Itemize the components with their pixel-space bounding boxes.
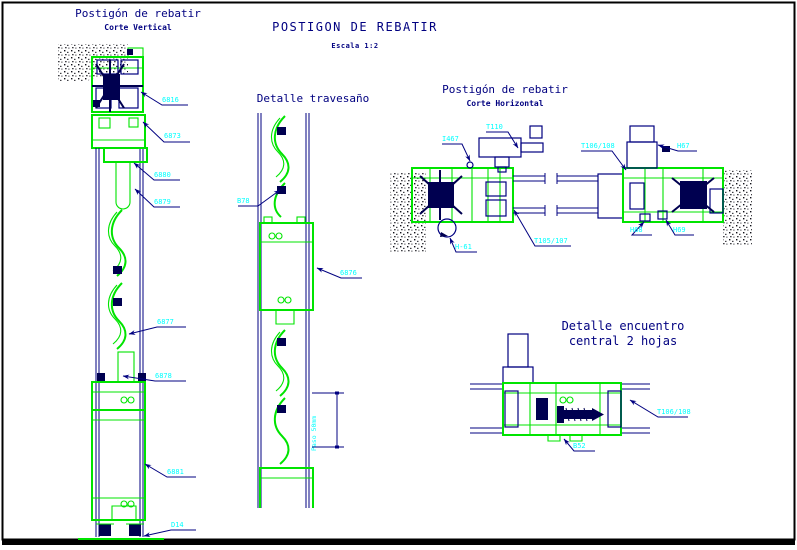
part-label-6880: 6880 bbox=[154, 171, 171, 179]
lock-cylinder-2 bbox=[502, 333, 534, 384]
main-title: POSTIGON DE REBATIR bbox=[272, 20, 438, 34]
travesano-title: Detalle travesaño bbox=[256, 92, 370, 105]
part-label-6881: 6881 bbox=[167, 468, 184, 476]
corte-vertical-subtitle: Corte Vertical bbox=[104, 23, 172, 32]
part-label-d14: D14 bbox=[171, 521, 184, 529]
part-label-6873: 6873 bbox=[164, 132, 181, 140]
wall-hatch-right bbox=[723, 170, 752, 246]
corte-vertical-drawing bbox=[58, 44, 164, 540]
dimension-paso bbox=[312, 391, 344, 449]
corte-horizontal-drawing bbox=[390, 125, 752, 252]
screw bbox=[557, 406, 604, 423]
hinge-hardware bbox=[92, 49, 143, 112]
part-label-h68: H68 bbox=[630, 226, 643, 234]
corte-horizontal-title: Postigón de rebatir bbox=[442, 83, 568, 96]
hinge-hardware-left bbox=[419, 170, 463, 220]
corte-vertical-title: Postigón de rebatir bbox=[75, 7, 201, 20]
encuentro-central-drawing bbox=[470, 333, 650, 442]
scale-label: Escala 1:2 bbox=[331, 42, 379, 50]
part-label-6878: 6878 bbox=[155, 372, 172, 380]
part-label-t106-108: T106/108 bbox=[581, 142, 615, 150]
part-label-b52: B52 bbox=[573, 442, 586, 450]
part-label-6816: 6816 bbox=[162, 96, 179, 104]
part-label-6879: 6879 bbox=[154, 198, 171, 206]
corte-horizontal-subtitle: Corte Horizontal bbox=[466, 99, 544, 108]
detalle-travesano-drawing bbox=[257, 113, 344, 508]
part-label-i467: I467 bbox=[442, 135, 459, 143]
part-label-h69: H69 bbox=[673, 226, 686, 234]
part-label-b78: B78 bbox=[237, 197, 250, 205]
encuentro-title-line1: Detalle encuentro bbox=[561, 319, 685, 333]
part-label-t106-108-encuentro: T106/108 bbox=[657, 408, 691, 416]
hinge-hardware-right bbox=[662, 146, 715, 213]
part-label-h61: H-61 bbox=[455, 243, 472, 251]
part-label-t110: T110 bbox=[486, 123, 503, 131]
lock-cylinder bbox=[626, 125, 658, 169]
part-label-t105-107: T105/107 bbox=[534, 237, 568, 245]
encuentro-title-line2: central 2 hojas bbox=[568, 334, 678, 348]
closer-t110 bbox=[478, 125, 544, 173]
leader-lines bbox=[122, 91, 697, 537]
wall-hatch-left bbox=[390, 172, 426, 252]
part-label-6877: 6877 bbox=[157, 318, 174, 326]
part-label-h67: H67 bbox=[677, 142, 690, 150]
dimension-label: Paso 50mm bbox=[310, 415, 318, 451]
part-label-6876: 6876 bbox=[340, 269, 357, 277]
